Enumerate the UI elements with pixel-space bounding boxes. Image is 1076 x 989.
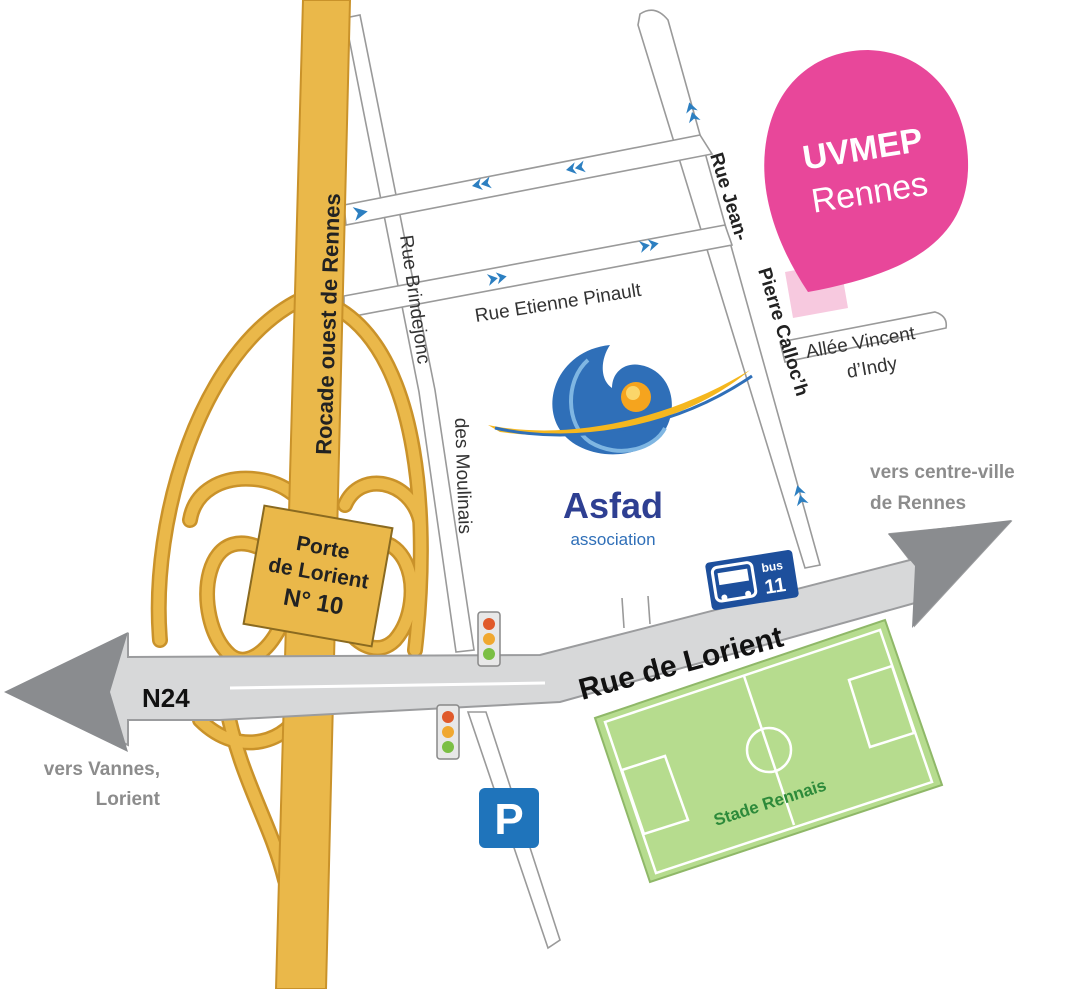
interchange-sign: Porte de Lorient N° 10 bbox=[242, 504, 394, 648]
traffic-light-north bbox=[477, 611, 501, 667]
destination-marker: UVMEP Rennes bbox=[764, 50, 969, 318]
arrow-up-1 bbox=[686, 102, 701, 124]
direction-east-line1: vers centre-ville bbox=[870, 462, 1015, 483]
main-road-centerline bbox=[229, 681, 546, 690]
parking-label: P bbox=[494, 795, 523, 844]
logo-wave bbox=[488, 370, 750, 436]
main-road-rue-de-lorient bbox=[9, 520, 1013, 747]
arrow-right-1 bbox=[486, 272, 507, 286]
direction-west-line2: Lorient bbox=[96, 789, 161, 810]
stadium: Stade Rennais bbox=[593, 618, 944, 884]
direction-east-line2: de Rennes bbox=[870, 493, 966, 514]
parking-sign: P bbox=[479, 788, 539, 848]
traffic-light-south bbox=[436, 704, 460, 760]
bus-label: bus bbox=[761, 558, 785, 575]
street-upper-cross bbox=[343, 134, 714, 226]
bus-stop: bus 11 bbox=[705, 549, 799, 611]
route-number-label: N24 bbox=[142, 683, 190, 713]
arrowhead-west bbox=[4, 632, 128, 752]
direction-west-line1: vers Vannes, bbox=[44, 759, 160, 780]
arrow-left-2 bbox=[566, 160, 586, 174]
logo-swirl bbox=[552, 345, 672, 455]
arrow-left-1 bbox=[472, 176, 492, 190]
arrowhead-east bbox=[888, 520, 1012, 628]
arrow-right-3 bbox=[352, 207, 368, 221]
organization-name: Asfad bbox=[563, 485, 663, 526]
street-vincent-label-2: d’Indy bbox=[845, 353, 899, 383]
one-way-arrows bbox=[352, 102, 809, 507]
bus-number: 11 bbox=[763, 574, 787, 599]
arrow-right-2 bbox=[638, 239, 659, 253]
street-brindejonc bbox=[344, 14, 475, 653]
street-vincent-dindy bbox=[779, 311, 948, 363]
arrow-up-2 bbox=[794, 485, 809, 507]
asfad-logo: Asfad association bbox=[488, 345, 753, 549]
street-brindejonc-label-2: des Moulinais bbox=[450, 417, 475, 534]
organization-subtitle: association bbox=[570, 530, 655, 549]
destination-pin bbox=[764, 50, 969, 292]
